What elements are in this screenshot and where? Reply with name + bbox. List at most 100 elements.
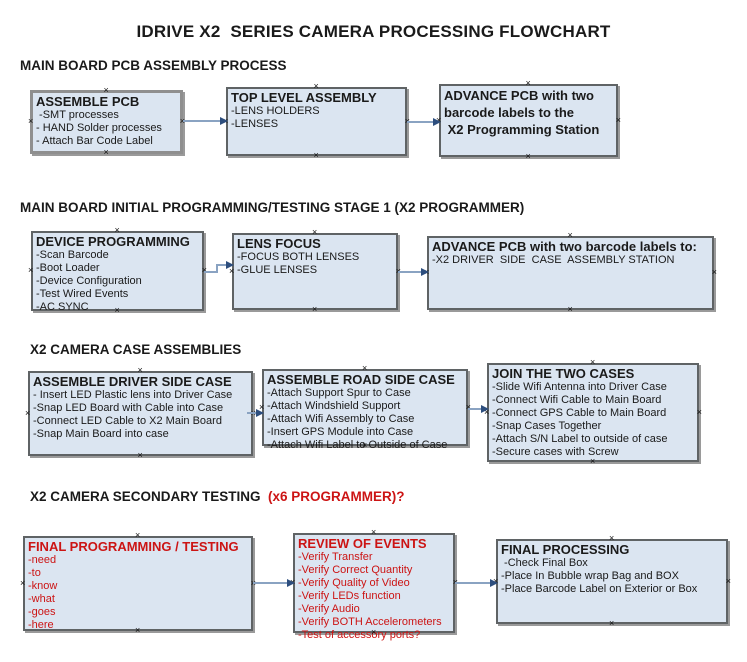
connection-handle-icon: × [525,151,531,161]
flow-box-final-processing: × × × × FINAL PROCESSING -Check Final Bo… [493,534,731,628]
box-item: -Verify Transfer [298,551,373,563]
box-item: -GLUE LENSES [237,264,318,276]
arrowhead-icon [256,409,264,417]
box-title: TOP LEVEL ASSEMBLY [231,90,377,105]
box-item: -Connect LED Cable to X2 Main Board [33,415,222,427]
box-item: -Connect GPS Cable to Main Board [492,407,667,419]
box-title: JOIN THE TWO CASES [492,366,635,381]
box-item: -Attach Wifi Assembly to Case [267,413,415,425]
box-item: -Attach Wifi Label to Outside of Case [267,439,448,451]
flow-box-top-level-assembly: × × × × TOP LEVEL ASSEMBLY -LENS HOLDERS… [223,82,410,160]
connection-handle-icon: × [28,116,34,126]
flow-box-device-programming: × × × × DEVICE PROGRAMMING -Scan Barcode… [28,226,207,315]
connection-handle-icon: × [525,78,531,88]
connection-handle-icon: × [615,114,621,125]
section-heading-initial-programming: MAIN BOARD INITIAL PROGRAMMING/TESTING S… [20,200,525,215]
connection-handle-icon: × [696,406,702,417]
box-item: -Boot Loader [36,262,100,274]
connection-handle-icon: × [567,230,573,240]
connection-handle-icon: × [28,265,34,275]
connection-handle-icon: × [313,81,319,91]
box-item: barcode labels to the [444,105,575,120]
box-item: -to [28,567,41,579]
box-item: -AC SYNC [36,301,89,313]
box-title: LENS FOCUS [237,236,321,251]
box-item: -know [28,580,58,592]
box-item: -Verify Correct Quantity [298,564,413,576]
connection-handle-icon: × [103,147,109,157]
box-item: -here [28,619,54,631]
box-item: -Place Barcode Label on Exterior or Box [501,583,698,595]
box-item: -Connect Wifi Cable to Main Board [492,394,662,406]
arrowhead-icon [421,268,429,276]
connection-handle-icon: × [590,357,596,367]
flow-box-review-of-events: × × × × REVIEW OF EVENTS -Verify Transfe… [290,528,458,642]
section-heading-secondary-testing: X2 CAMERA SECONDARY TESTING (x6 PROGRAMM… [30,489,405,504]
box-item: -Verify LEDs function [298,590,401,602]
connection-handle-icon: × [135,530,141,540]
box-item: -Verify Audio [298,603,360,615]
box-item: -goes [28,606,56,618]
box-item: -Attach S/N Label to outside of case [492,433,668,445]
box-item: -Place In Bubble wrap Bag and BOX [501,570,679,582]
connector-segment [216,264,230,266]
connection-handle-icon: × [609,618,615,628]
connection-handle-icon: × [362,363,368,373]
box-item: -Attach Windshield Support [267,400,401,412]
box-item: X2 Programming Station [444,122,600,137]
connection-handle-icon: × [590,456,596,466]
flow-connector [407,118,441,126]
flow-connector [468,405,489,413]
box-item: -Snap Cases Together [492,420,602,432]
box-item: -Device Configuration [36,275,142,287]
connection-handle-icon: × [371,527,377,537]
arrowhead-icon [490,579,498,587]
flow-connector [253,579,295,587]
connection-handle-icon: × [137,450,143,460]
connection-handle-icon: × [609,533,615,543]
connection-handle-icon: × [312,304,318,314]
flow-box-final-programming-testing: × × × × FINAL PROGRAMMING / TESTING -nee… [20,531,256,635]
box-title: ASSEMBLE ROAD SIDE CASE [267,372,455,387]
box-item: -Scan Barcode [36,249,109,261]
flow-connector [247,409,264,417]
connection-handle-icon: × [137,365,143,375]
box-item: -Snap LED Board with Cable into Case [33,402,224,414]
connection-handle-icon: × [711,267,717,277]
box-item: -X2 DRIVER SIDE CASE ASSEMBLY STATION [432,254,675,266]
box-item: - Attach Bar Code Label [36,135,153,147]
box-title: DEVICE PROGRAMMING [36,234,190,249]
box-title: FINAL PROGRAMMING / TESTING [28,539,239,554]
section-heading-black-part: X2 CAMERA SECONDARY TESTING [30,489,261,504]
flow-connector [455,579,498,587]
arrowhead-icon [433,118,441,126]
box-title: ASSEMBLE PCB [36,94,140,109]
connection-handle-icon: × [567,304,573,314]
box-item: -Test Wired Events [36,288,129,300]
box-item: - HAND Solder processes [36,122,162,134]
flow-box-assemble-pcb: × × × × ASSEMBLE PCB -SMT processes - HA… [28,85,185,157]
box-item: -Insert GPS Module into Case [267,426,414,438]
box-item: -need [28,554,57,566]
box-item: -Snap Main Board into case [33,428,169,440]
arrowhead-icon [220,117,228,125]
flow-box-advance-pcb-two-labels: × × × × ADVANCE PCB with two barcode lab… [436,79,621,161]
section-heading-case-assemblies: X2 CAMERA CASE ASSEMBLIES [30,342,242,357]
box-title: ADVANCE PCB with two barcode labels to: [432,239,697,254]
connector-segment [216,265,218,273]
connection-handle-icon: × [25,407,31,418]
section-heading-red-part: (x6 PROGRAMMER)? [260,489,405,504]
box-title: ADVANCE PCB with two [444,88,594,103]
box-item: -FOCUS BOTH LENSES [237,251,360,263]
connection-handle-icon: × [103,85,109,95]
flow-box-join-the-two-cases: × × × × JOIN THE TWO CASES -Slide Wifi A… [484,358,702,466]
flow-connector-elbow [204,261,234,274]
connection-handle-icon: × [313,150,319,160]
section-heading-pcb-assembly: MAIN BOARD PCB ASSEMBLY PROCESS [20,58,287,73]
arrowhead-icon [287,579,295,587]
box-item: -LENS HOLDERS [231,105,320,117]
flow-box-advance-pcb-to-station: × × × × ADVANCE PCB with two barcode lab… [424,231,717,314]
connection-handle-icon: × [725,575,731,586]
flow-connector [183,117,228,125]
